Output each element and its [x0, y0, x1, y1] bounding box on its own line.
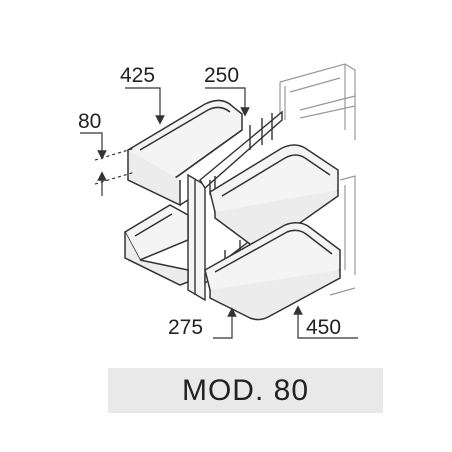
tray-bottom-right	[204, 222, 341, 321]
dimension-275-leader	[213, 307, 237, 339]
tray-top-left	[127, 99, 243, 207]
dimension-250-leader	[205, 87, 250, 117]
dimension-250-label: 250	[204, 64, 239, 87]
dimension-450-label: 450	[306, 316, 341, 339]
dimension-425-leader	[125, 87, 165, 125]
dimension-425-label: 425	[120, 64, 155, 87]
dimension-80-label: 80	[78, 110, 101, 133]
dimension-80-leader	[80, 132, 136, 196]
dimension-275-label: 275	[168, 316, 203, 339]
model-banner: MOD. 80	[108, 368, 383, 413]
model-label: MOD. 80	[181, 373, 310, 407]
tray-bottom-left	[124, 204, 189, 286]
cabinet-outline	[279, 63, 356, 296]
dimension-450-leader	[293, 305, 358, 339]
